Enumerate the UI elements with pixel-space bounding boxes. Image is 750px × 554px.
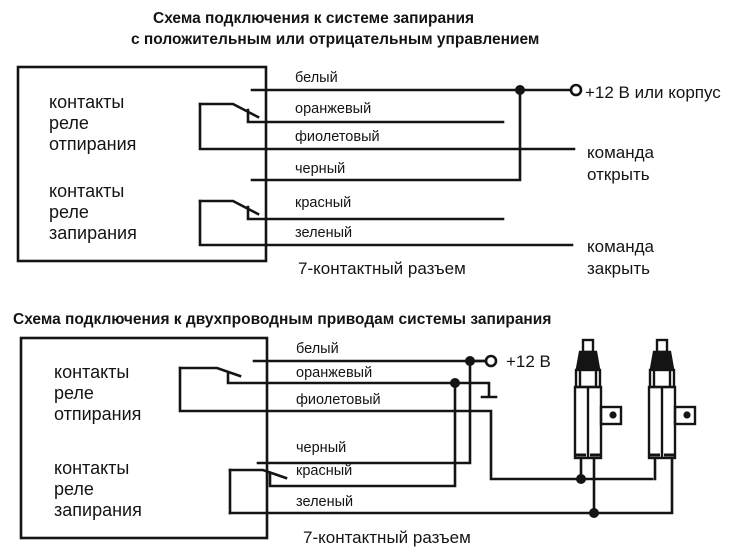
label-line: реле <box>54 383 94 403</box>
diagram2-wire-orange <box>178 366 498 399</box>
diagram2-wire-black <box>256 359 472 465</box>
diagram2-wire-label-white: белый <box>296 341 339 357</box>
diagram2-junction-green <box>589 508 599 518</box>
label-line: отпирания <box>49 134 137 154</box>
diagram2-junction-orange <box>450 378 460 388</box>
diagram2-wire-green <box>228 456 674 515</box>
diagram1-wire-label-orange: оранжевый <box>295 101 372 117</box>
diagram1-wire-orange <box>198 102 505 124</box>
diagram1-command-open-label: команда открыть <box>587 142 654 186</box>
diagram2-relay-lock-label: контакты реле запирания <box>54 458 142 521</box>
diagram2-power-terminal <box>484 354 498 368</box>
diagram2-junction-violet <box>576 474 586 484</box>
label-line: реле <box>49 113 89 133</box>
diagram1-wire-violet <box>198 102 576 151</box>
diagram2-module-box <box>19 336 269 540</box>
label-line: открыть <box>587 165 650 184</box>
door-lock-actuator-1-icon <box>573 338 623 460</box>
label-line: закрыть <box>587 259 651 278</box>
diagram2-wire-label-green: зеленый <box>296 494 354 510</box>
diagram1-wire-label-red: красный <box>295 195 352 211</box>
label-line: контакты <box>49 92 125 112</box>
diagram2-relay-unlock-label: контакты реле отпирания <box>54 362 141 425</box>
label-line: реле <box>54 479 94 499</box>
diagram1-title-line2: с положительным или отрицательным управл… <box>131 31 540 48</box>
label-line: запирания <box>49 223 137 243</box>
diagram2-wire-label-violet: фиолетовый <box>296 392 381 408</box>
diagram1-wire-black <box>250 88 522 182</box>
diagram2-wire-label-orange: оранжевый <box>296 365 373 381</box>
diagram1-power-label: +12 В или корпус <box>585 83 721 102</box>
diagram2-wire-label-black: черный <box>296 440 347 456</box>
diagram1-wire-red <box>198 199 505 221</box>
label-line: запирания <box>54 500 142 520</box>
diagram1-title-line1: Схема подключения к системе запирания <box>153 10 475 27</box>
diagram1-wire-label-white: белый <box>295 70 338 86</box>
diagram1-relay-lock-label: контакты реле запирания <box>49 181 137 244</box>
door-lock-actuator-2-icon <box>647 338 697 460</box>
label-line: команда <box>587 237 654 256</box>
label-line: команда <box>587 143 654 162</box>
diagram2-connector-label: 7-контактный разъем <box>303 528 471 547</box>
label-line: контакты <box>54 458 130 478</box>
diagram2-wire-label-red: красный <box>296 463 353 479</box>
diagram1-junction-dot <box>515 85 525 95</box>
diagram2-power-label: +12 В <box>506 352 551 371</box>
label-line: контакты <box>54 362 130 382</box>
label-line: отпирания <box>54 404 142 424</box>
diagram1-wire-label-black: черный <box>295 161 346 177</box>
label-line: реле <box>49 202 89 222</box>
diagram1-relay-unlock-label: контакты реле отпирания <box>49 92 136 155</box>
diagram1-power-terminal <box>569 83 583 97</box>
diagram1-wire-green <box>198 199 574 247</box>
diagram2-wire-violet <box>178 366 654 481</box>
diagram1-wire-label-violet: фиолетовый <box>295 129 380 145</box>
diagram1-module-box <box>16 65 268 263</box>
diagram2-title: Схема подключения к двухпроводным привод… <box>13 311 552 328</box>
diagram2-wire-red <box>228 381 457 488</box>
diagram1-wire-label-green: зеленый <box>295 225 353 241</box>
diagram1-connector-label: 7-контактный разъем <box>298 259 466 278</box>
diagram1-command-close-label: команда закрыть <box>587 236 654 280</box>
label-line: контакты <box>49 181 125 201</box>
